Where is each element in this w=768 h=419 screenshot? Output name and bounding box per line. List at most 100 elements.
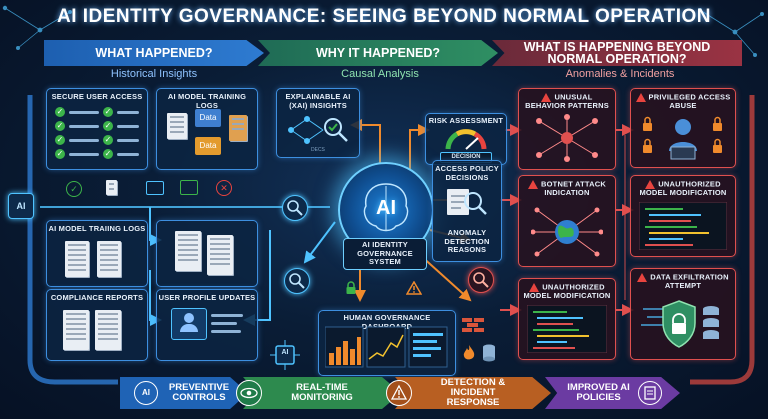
brain-icon	[363, 183, 409, 232]
data-file-orange: Data	[195, 137, 221, 155]
warning-icon	[405, 280, 423, 295]
governance-dashboard-card: HUMAN GOVERNANCE DASHBOARD	[318, 310, 456, 376]
check-icon: ✓	[55, 149, 65, 159]
alert-icon	[386, 380, 412, 406]
unauth-mod-mid-text: UNAUTHORIZED MODEL MODIFICATION	[523, 282, 611, 300]
user-profile-doc-card	[156, 220, 258, 287]
folder-icon	[146, 181, 164, 195]
check-circle-icon: ✓	[66, 181, 82, 197]
botnet-globe-icon	[531, 207, 603, 257]
unauth-mod-mid-card: UNAUTHORIZED MODEL MODIFICATION	[518, 278, 616, 360]
flow-detection-label: DETECTION & INCIDENT RESPONSE	[440, 377, 506, 408]
doc-icon	[637, 381, 662, 405]
exfiltration-text: DATA EXFILTRATION ATTEMPT	[650, 272, 729, 290]
firewall-icon	[462, 318, 484, 332]
flow-improved-policies: IMPROVED AI POLICIES	[545, 377, 680, 409]
threat-magnifier-icon[interactable]	[468, 267, 494, 293]
user-profile-updates-label: USER PROFILE UPDATES	[158, 293, 256, 302]
user-profile-icon	[171, 308, 207, 340]
warning-triangle-icon	[645, 180, 656, 189]
flow-monitoring-label: REAL-TIME MONITORING	[291, 382, 353, 403]
phase-historical-subtitle: Historical Insights	[110, 68, 198, 80]
magnifier-node-icon[interactable]	[284, 268, 310, 294]
access-policy-card: ACCESS POLICY DECISIONS ANOMALY DETECTIO…	[432, 160, 502, 262]
risk-assessment-card: RISK ASSESSMENT DECISION	[425, 113, 507, 165]
privileged-access-label: PRIVILEGED ACCESS ABUSE	[631, 93, 735, 111]
exfiltration-shield-icon	[641, 300, 719, 348]
flow-real-time-monitoring: REAL-TIME MONITORING	[243, 377, 401, 409]
exfiltration-card: DATA EXFILTRATION ATTEMPT	[630, 268, 736, 360]
unusual-behavior-card: UNUSUAL BEHAVIOR PATTERNS	[518, 88, 616, 170]
warning-triangle-icon	[541, 93, 552, 102]
chart-icon	[180, 180, 198, 195]
check-icon: ✓	[103, 149, 113, 159]
x-circle-icon: ✕	[216, 180, 232, 196]
xai-note: DECS	[311, 147, 325, 153]
report-document-icon	[63, 310, 89, 350]
access-policy-label: ACCESS POLICY DECISIONS	[435, 164, 499, 182]
flow-policies-label: IMPROVED AI POLICIES	[567, 382, 630, 403]
warning-triangle-icon	[528, 180, 539, 189]
access-checklist: ✓✓ ✓✓ ✓✓ ✓✓	[55, 107, 139, 159]
log-file-icon	[167, 113, 187, 139]
training-logs-top-card: AI MODEL TRAINING LOGS Data Data	[156, 88, 258, 170]
code-screen-icon	[527, 305, 607, 353]
secure-user-access-label: SECURE USER ACCESS	[51, 92, 143, 101]
phase-beyond-normal: WHAT IS HAPPENING BEYOND NORMAL OPERATIO…	[492, 40, 742, 66]
phase-what-happened-label: WHAT HAPPENED?	[95, 46, 213, 60]
phase-beyond-normal-label: WHAT IS HAPPENING BEYOND NORMAL OPERATIO…	[523, 40, 711, 66]
phase-anomalies-subtitle: Anomalies & Incidents	[565, 68, 675, 80]
log-document-icon	[65, 241, 89, 277]
risk-gauge-icon	[445, 129, 487, 150]
warning-triangle-icon	[635, 93, 646, 102]
user-profile-updates-card: USER PROFILE UPDATES	[156, 289, 258, 361]
unauth-mod-mid-label: UNAUTHORIZED MODEL MODIFICATION	[519, 283, 615, 301]
unauth-mod-right-card: UNAUTHORIZED MODEL MODIFICATION	[630, 175, 736, 257]
document-icon	[106, 180, 117, 195]
botnet-card: BOTNET ATTACK INDICATION	[518, 175, 616, 267]
fire-icon	[462, 344, 476, 362]
warning-triangle-icon	[529, 283, 540, 292]
check-icon: ✓	[103, 135, 113, 145]
governance-dashboard-label: HUMAN GOVERNANCE DASHBOARD	[343, 313, 431, 331]
ai-processor-label: AI	[281, 349, 289, 356]
flow-preventive-label: PREVENTIVE CONTROLS	[168, 382, 230, 403]
lock-green-icon	[344, 281, 358, 295]
warning-triangle-icon	[637, 273, 648, 282]
log-file-icon	[229, 115, 247, 141]
eye-icon	[236, 380, 262, 406]
botnet-text: BOTNET ATTACK INDICATION	[541, 179, 606, 197]
check-icon: ✓	[103, 107, 113, 117]
database-icon	[482, 344, 496, 362]
phase-why-happened-label: WHY IT HAPPENED?	[315, 46, 441, 60]
code-screen-icon	[639, 202, 727, 250]
ai-processor-icon: AI	[270, 340, 300, 370]
risk-assessment-label: RISK ASSESSMENT	[428, 116, 504, 125]
ai-core-label: AI	[376, 197, 396, 219]
unusual-behavior-text: UNUSUAL BEHAVIOR PATTERNS	[525, 92, 609, 110]
document-stack-icon	[207, 235, 233, 275]
document-stack-icon	[175, 231, 201, 271]
flow-preventive-controls: AI PREVENTIVE CONTROLS	[120, 377, 248, 409]
ai-flow-icon: AI	[134, 381, 158, 405]
dashboard-charts	[325, 326, 448, 368]
check-icon: ✓	[55, 121, 65, 131]
anomaly-reasons-label: ANOMALY DETECTION REASONS	[444, 228, 490, 254]
phase-why-happened: WHY IT HAPPENED?	[258, 40, 498, 66]
policy-magnifier-icon	[447, 189, 487, 215]
behavior-network-icon	[536, 114, 598, 162]
phase-causal-subtitle: Causal Analysis	[341, 68, 419, 80]
compliance-reports-card: COMPLIANCE REPORTS	[46, 289, 148, 361]
training-logs-bottom-card: AI MODEL TRAIING LOGS	[46, 220, 148, 287]
compliance-reports-label: COMPLIANCE REPORTS	[50, 293, 144, 302]
botnet-label: BOTNET ATTACK INDICATION	[519, 180, 615, 198]
exfiltration-label: DATA EXFILTRATION ATTEMPT	[631, 273, 735, 291]
unauth-mod-right-text: UNAUTHORIZED MODEL MODIFICATION	[639, 179, 727, 197]
log-document-icon	[97, 241, 121, 277]
xai-insights-card: EXPLAINABLE AI (XAI) INSIGHTS DECS	[276, 88, 360, 158]
privileged-user-icon	[643, 116, 722, 160]
magnifier-node-icon[interactable]	[282, 195, 308, 221]
report-document-icon	[95, 310, 121, 350]
check-icon: ✓	[55, 135, 65, 145]
privileged-access-text: PRIVILEGED ACCESS ABUSE	[648, 92, 731, 110]
